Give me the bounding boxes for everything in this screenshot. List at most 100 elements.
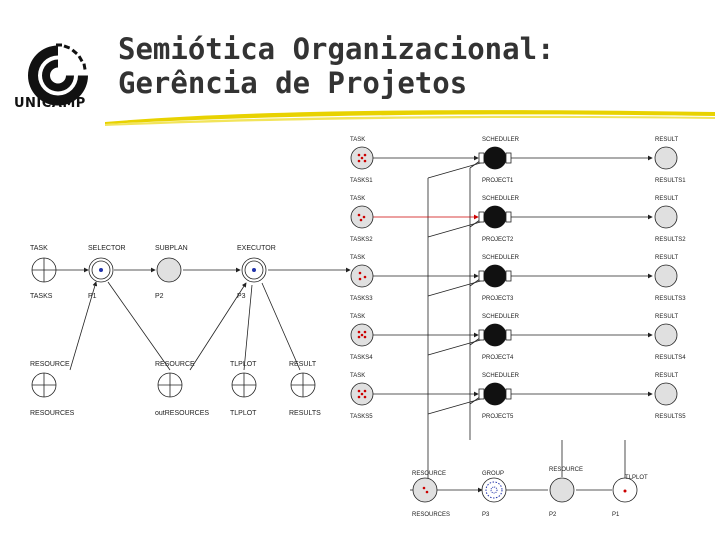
label-tlplot: TLPLOT <box>230 361 257 368</box>
gate-right-5 <box>505 388 512 400</box>
label-result-5: RESULT <box>655 373 679 379</box>
place-tlplot-bottom <box>612 477 638 503</box>
transition-selector <box>88 257 114 283</box>
label-tasks-2: TASKS2 <box>350 237 373 243</box>
label-tasks: TASKS <box>30 293 53 300</box>
place-result-2 <box>654 205 678 229</box>
slide-header: UNICAMP Semiótica Organizacional: Gerênc… <box>0 0 720 130</box>
label-p1: P1 <box>88 293 97 300</box>
label-p3: P3 <box>237 293 246 300</box>
label-tlplot-bottom: TLPLOT <box>230 410 257 417</box>
place-task-2 <box>350 205 374 229</box>
gate-left-3 <box>478 270 485 282</box>
label-scheduler-1: SCHEDULER <box>482 137 520 143</box>
label-project-4: PROJECT4 <box>482 355 514 361</box>
label-bottom-p2: P2 <box>549 512 557 518</box>
place-resource-bottom-2 <box>549 477 575 503</box>
token-5-5 <box>363 395 367 399</box>
label-scheduler-2: SCHEDULER <box>482 196 520 202</box>
label-resource-2: RESOURCE <box>155 361 195 368</box>
label-result: RESULT <box>289 361 317 368</box>
title-line-2: Gerência de Projetos <box>118 66 468 100</box>
gate-left-4 <box>478 329 485 341</box>
right-net-bottom-nodes: RESOURCE GROUP RESOURCE TLPLOT RESOURCES… <box>412 467 648 518</box>
gate-right-4 <box>505 329 512 341</box>
gate-left-5 <box>478 388 485 400</box>
place-tlplot <box>231 372 257 398</box>
label-tasks-1: TASKS1 <box>350 178 373 184</box>
label-task-2: TASK <box>350 196 365 202</box>
place-result <box>290 372 316 398</box>
label-results: RESULTS <box>289 410 321 417</box>
place-subplan <box>156 257 182 283</box>
place-group-bottom <box>481 477 507 503</box>
gate-right-1 <box>505 152 512 164</box>
label-bottom-resource-2: RESOURCE <box>549 467 583 473</box>
label-bottom-resources: RESOURCES <box>412 512 450 518</box>
title-line-1: Semiótica Organizacional: <box>118 32 555 66</box>
gate-left-1 <box>478 152 485 164</box>
label-selector: SELECTOR <box>88 245 126 252</box>
label-result-3: RESULT <box>655 255 679 261</box>
label-results-4: RESULTS4 <box>655 355 686 361</box>
token-4-4 <box>363 335 367 339</box>
place-result-5 <box>654 382 678 406</box>
label-scheduler-4: SCHEDULER <box>482 314 520 320</box>
label-bottom-tlplot: TLPLOT <box>625 475 648 481</box>
token-1-5 <box>363 159 367 163</box>
place-result-1 <box>654 146 678 170</box>
label-bottom-group: GROUP <box>482 471 504 477</box>
label-task-4: TASK <box>350 314 365 320</box>
label-task-1: TASK <box>350 137 365 143</box>
token-5-2 <box>363 389 367 393</box>
label-task-3: TASK <box>350 255 365 261</box>
token-3-1 <box>358 271 362 275</box>
gate-right-2 <box>505 211 512 223</box>
label-project-3: PROJECT3 <box>482 296 514 302</box>
label-scheduler-5: SCHEDULER <box>482 373 520 379</box>
label-results-1: RESULTS1 <box>655 178 686 184</box>
label-result-2: RESULT <box>655 196 679 202</box>
label-results-2: RESULTS2 <box>655 237 686 243</box>
place-task <box>31 257 57 283</box>
label-bottom-p1: P1 <box>612 512 620 518</box>
right-row-2: TASK SCHEDULER RESULT TASKS2 PROJECT2 RESULTS… <box>350 196 686 243</box>
transition-scheduler-5 <box>483 382 507 406</box>
token-1-3 <box>360 156 364 160</box>
label-project-2: PROJECT2 <box>482 237 514 243</box>
unicamp-logo-icon <box>28 43 88 106</box>
label-bottom-resource: RESOURCE <box>412 471 446 477</box>
token-1-4 <box>357 159 361 163</box>
gate-right-3 <box>505 270 512 282</box>
label-tasks-3: TASKS3 <box>350 296 373 302</box>
label-outresources: outRESOURCES <box>155 410 209 417</box>
token-5-4 <box>357 395 361 399</box>
label-resources: RESOURCES <box>30 410 75 417</box>
logo-text: UNICAMP <box>14 96 86 111</box>
transition-executor <box>241 257 267 283</box>
gate-left-2 <box>478 211 485 223</box>
token-4-2 <box>363 330 367 334</box>
label-scheduler-3: SCHEDULER <box>482 255 520 261</box>
left-net-edges <box>56 267 351 371</box>
token-4-3 <box>357 335 361 339</box>
label-results-5: RESULTS5 <box>655 414 686 420</box>
label-executor: EXECUTOR <box>237 245 276 252</box>
token-2-3 <box>359 218 363 222</box>
place-result-3 <box>654 264 678 288</box>
page-title: Semiótica Organizacional: Gerência de Pr… <box>118 32 555 100</box>
header-swoosh <box>105 110 715 126</box>
token-5-1 <box>357 389 361 393</box>
place-resource-bottom <box>412 477 438 503</box>
label-subplan: SUBPLAN <box>155 245 188 252</box>
right-net-backbone <box>410 168 626 493</box>
token-4-1 <box>357 330 361 334</box>
label-p2: P2 <box>155 293 164 300</box>
transition-scheduler-2 <box>483 205 507 229</box>
transition-scheduler-3 <box>483 264 507 288</box>
label-task-5: TASK <box>350 373 365 379</box>
token-4-5 <box>360 333 364 337</box>
label-tasks-5: TASKS5 <box>350 414 373 420</box>
